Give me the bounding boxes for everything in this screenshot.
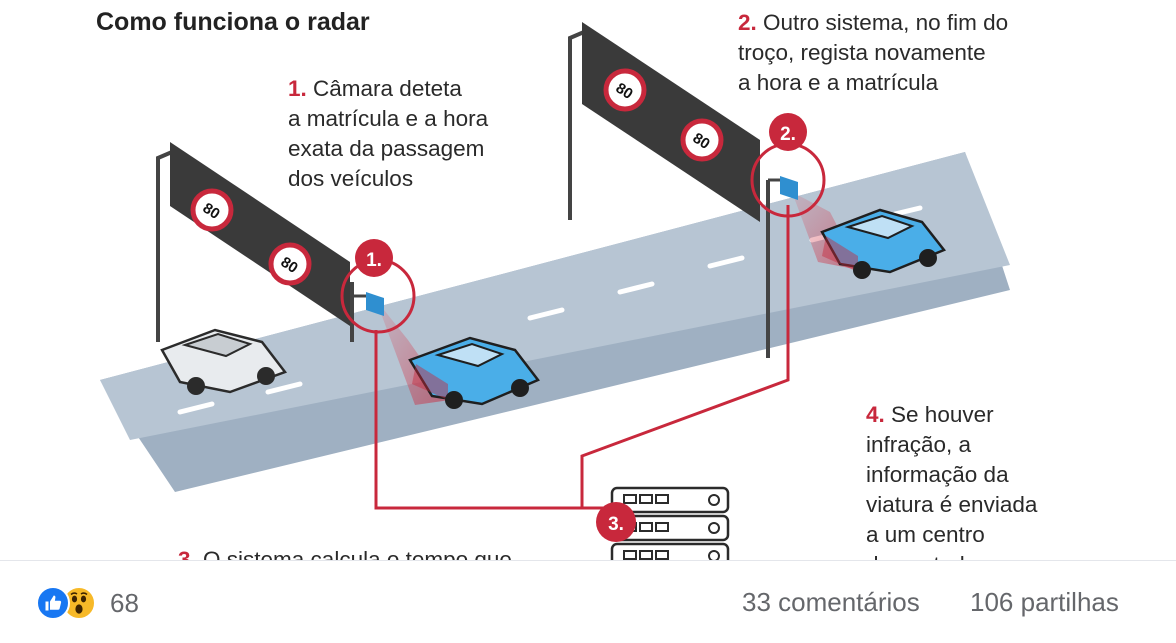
radar-illustration: 80 80 80 80 <box>100 22 1010 560</box>
speed-sign-right-2: 80 <box>680 118 724 162</box>
white-car <box>160 328 288 395</box>
speed-sign-left-2: 80 <box>268 242 312 286</box>
marker-1: 1. <box>340 239 416 334</box>
road <box>100 152 1010 492</box>
gantry-left <box>156 142 354 342</box>
speed-sign-label: 80 <box>690 130 713 153</box>
svg-text:1.: 1. <box>366 250 382 271</box>
comments-link[interactable]: 33 comentários <box>742 587 920 617</box>
marker-3: 3. <box>596 502 636 542</box>
svg-text:3.: 3. <box>608 514 624 535</box>
speed-sign-right-1: 80 <box>603 68 647 112</box>
step-2-number: 2. <box>738 10 757 35</box>
step-3-caption: 3. O sistema calcula o tempo que <box>178 545 512 560</box>
blue-car-2 <box>820 208 947 279</box>
camera-1 <box>352 292 384 316</box>
reactions-summary[interactable]: 68 <box>36 585 139 621</box>
marker-2: 2. <box>750 113 826 218</box>
speed-sign-label: 80 <box>200 200 223 223</box>
post-footer: 68 33 comentários 106 partilhas <box>0 560 1176 643</box>
shares-link[interactable]: 106 partilhas <box>970 587 1119 617</box>
step-4-caption: 4. Se houver infração, a informação da v… <box>866 402 1038 560</box>
diagram-title: Como funciona o radar <box>96 8 370 36</box>
camera-2 <box>768 176 798 200</box>
like-icon <box>36 586 70 620</box>
step-4-number: 4. <box>866 402 885 427</box>
server-rack <box>610 486 730 560</box>
connection-lines <box>374 205 790 510</box>
step-3-number: 3. <box>178 547 197 560</box>
step-1-caption: 1. Câmara deteta a matrícula e a hora ex… <box>288 76 489 191</box>
reaction-count: 68 <box>110 587 139 618</box>
step-2-caption: 2. Outro sistema, no fim do troço, regis… <box>738 10 1009 95</box>
speed-sign-label: 80 <box>278 254 301 277</box>
svg-text:2.: 2. <box>780 124 796 145</box>
radar-infographic: 80 80 80 80 <box>96 8 1038 560</box>
blue-car-1 <box>408 336 540 409</box>
speed-sign-left-1: 80 <box>190 188 234 232</box>
speed-sign-label: 80 <box>613 80 636 103</box>
step-1-number: 1. <box>288 76 307 101</box>
